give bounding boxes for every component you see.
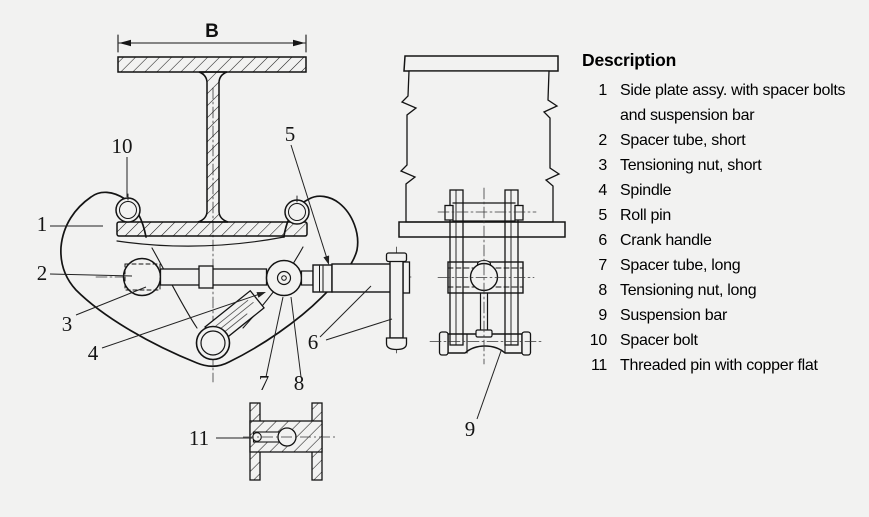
callout-5: 5 [285, 122, 296, 146]
suspension-bar [438, 331, 532, 356]
leader-5 [290, 144, 327, 258]
leader-8 [290, 296, 302, 378]
item-number: 5 [598, 207, 607, 224]
leader-5-arrow [323, 255, 330, 265]
item-number: 2 [598, 132, 607, 149]
tensioning-block [447, 259, 524, 294]
item-number: 10 [589, 332, 608, 349]
item-text: Tensioning nut, long [620, 282, 757, 299]
item-number: 7 [598, 257, 607, 274]
side-view [398, 55, 566, 365]
clamp-jaw-edge [116, 236, 285, 247]
leader-6b [325, 318, 393, 341]
tensioning-nut-long [265, 259, 303, 297]
description-title: Description [582, 50, 677, 70]
item-text: Spacer tube, long [620, 257, 741, 274]
beam-web [197, 71, 229, 223]
callout-10: 10 [112, 134, 133, 158]
item-text: Threaded pin with copper flat [620, 357, 818, 374]
item-number: 3 [598, 157, 607, 174]
description-item: 10 Spacer bolt [582, 328, 869, 353]
item-text-line2: and suspension bar [620, 107, 755, 124]
beam-top-flange [117, 56, 307, 73]
dimension-b [117, 34, 307, 53]
dimension-arrow-right [293, 39, 305, 47]
leader-4 [101, 294, 259, 349]
description-item: 2 Spacer tube, short [582, 128, 869, 153]
item-number: 6 [598, 232, 607, 249]
leader-6a [319, 285, 372, 338]
leader-7 [265, 296, 284, 378]
beam-bottom-flange-side [398, 221, 566, 238]
item-number: 8 [598, 282, 607, 299]
description-item: 6 Crank handle [582, 228, 869, 253]
callout-1: 1 [37, 212, 48, 236]
crank-grip-top-cap [385, 252, 408, 263]
leader-3 [75, 286, 147, 316]
beam-bottom-flange [116, 221, 308, 237]
description-item: 9 Suspension bar [582, 303, 869, 328]
description-item: 5 Roll pin [582, 203, 869, 228]
suspension-hole [195, 325, 231, 361]
item-text: Spindle [620, 182, 672, 199]
item-number: 11 [590, 357, 607, 374]
item-text: Side plate assy. with spacer bolts [620, 82, 846, 99]
description-item: 1 Side plate assy. with spacer bolts and … [582, 78, 869, 128]
beam-top-flange-side [403, 55, 559, 72]
description-item: 3 Tensioning nut, short [582, 153, 869, 178]
front-view [60, 34, 415, 383]
crank-end-cap [402, 261, 411, 294]
dimension-arrow-left [119, 39, 131, 47]
leader-lines [49, 144, 502, 439]
item-text: Roll pin [620, 207, 671, 224]
callout-6: 6 [308, 330, 319, 354]
dimension-label-b: B [205, 21, 219, 42]
leader-2 [49, 273, 133, 277]
callout-7: 7 [259, 371, 270, 395]
callout-11: 11 [189, 426, 209, 450]
callout-9: 9 [465, 417, 476, 441]
item-text: Spacer bolt [620, 332, 698, 349]
spindle-collar [198, 265, 214, 289]
spacer-bolts [115, 193, 310, 225]
description-item: 11 Threaded pin with copper flat [582, 353, 869, 378]
clamp-inner-contour-left [151, 247, 198, 329]
item-text: Tensioning nut, short [620, 157, 762, 174]
crank-grip-bar [389, 260, 404, 339]
description-item: 7 Spacer tube, long [582, 253, 869, 278]
beam-cross-section [116, 56, 308, 237]
clamp-side-plate-outline [60, 191, 359, 368]
crank-grip-bottom-cap [385, 337, 408, 351]
description-item: 4 Spindle [582, 178, 869, 203]
callouts: B 1 2 3 4 5 6 7 8 9 10 11 [37, 21, 476, 450]
description-panel: Description 1 Side plate assy. with spac… [582, 50, 869, 378]
suspension-bar-cap-right [521, 331, 532, 356]
callout-8: 8 [294, 371, 305, 395]
item-number: 9 [598, 307, 607, 324]
beam-web-side [399, 70, 561, 223]
item-number: 1 [598, 82, 607, 99]
callout-3: 3 [62, 312, 73, 336]
spindle-assembly [122, 252, 411, 351]
section-view [243, 402, 336, 481]
suspension-bar-cap-left [438, 331, 449, 356]
item-text: Spacer tube, short [620, 132, 746, 149]
leader-9 [476, 350, 502, 420]
callout-4: 4 [88, 341, 99, 365]
leader-4-arrow [256, 292, 266, 298]
item-text: Suspension bar [620, 307, 727, 324]
item-text: Crank handle [620, 232, 712, 249]
centerlines-side [429, 187, 543, 365]
description-item: 8 Tensioning nut, long [582, 278, 869, 303]
callout-2: 2 [37, 261, 48, 285]
item-number: 4 [598, 182, 607, 199]
